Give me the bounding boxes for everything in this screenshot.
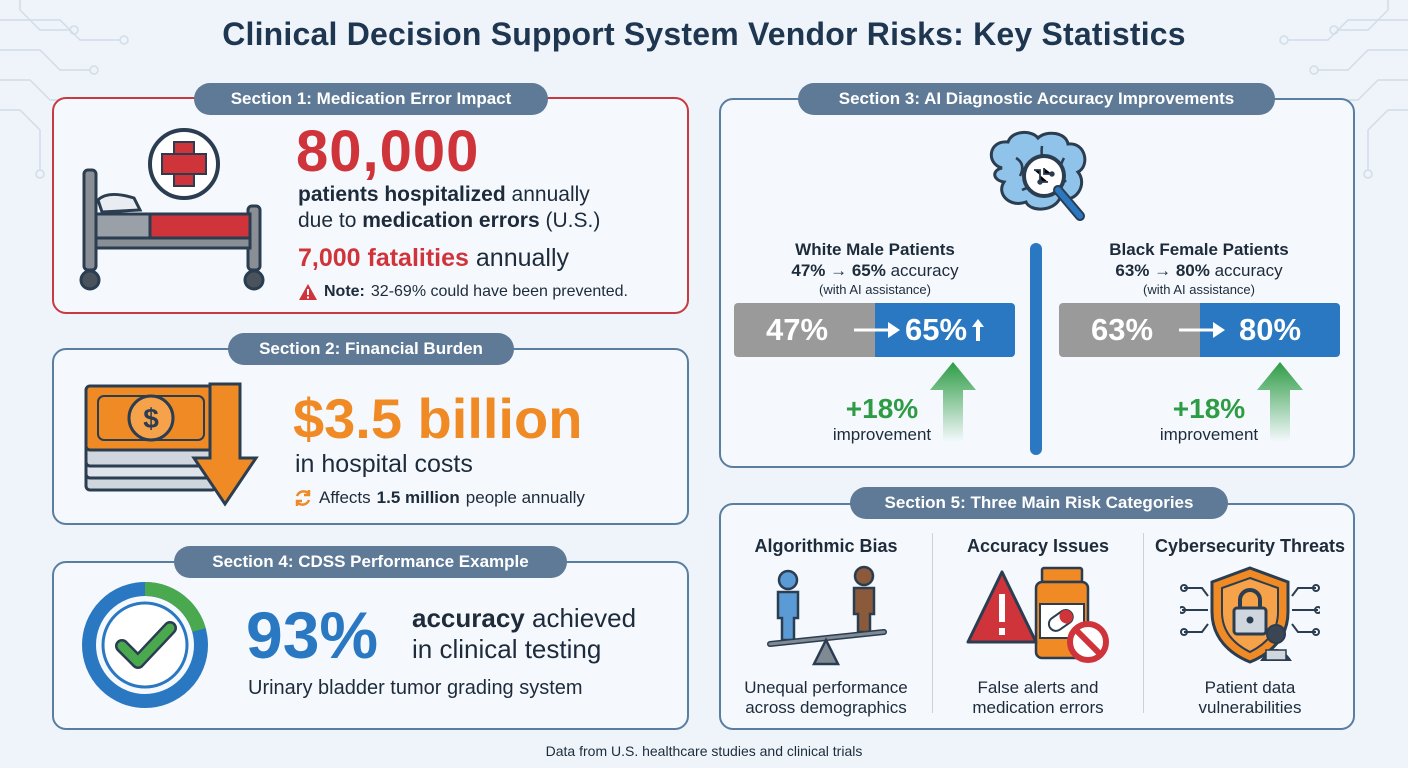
group2-gain: +18% [1172, 393, 1246, 424]
medication-errors-label: medication errors [362, 209, 540, 232]
page-title: Clinical Decision Support System Vendor … [222, 16, 1186, 52]
note-text: 32-69% could have been prevented. [370, 283, 628, 300]
accuracy-line2: in clinical testing [412, 634, 602, 664]
group2-accuracy-range: 63% → 80% [1115, 261, 1210, 280]
accuracy-ring-check-icon [82, 581, 208, 708]
achieved-text: achieved [532, 603, 637, 633]
cycle-arrows-icon [295, 490, 311, 506]
section5-divider-1 [932, 533, 933, 713]
group2-before-segment: 63% [1059, 303, 1200, 357]
category2-desc2: medication errors [972, 698, 1104, 717]
fatalities-count: 7,000 fatalities [298, 244, 469, 272]
footer-source: Data from U.S. healthcare studies and cl… [545, 743, 863, 759]
group1-title: White Male Patients [795, 240, 955, 259]
group1-note: (with AI assistance) [819, 282, 931, 297]
group1-gain: +18% [845, 393, 919, 424]
group2-note: (with AI assistance) [1143, 282, 1255, 297]
section5-header: Section 5: Three Main Risk Categories [850, 487, 1228, 519]
scale-people-icon [767, 565, 887, 666]
accuracy-line1: accuracy achieved [412, 603, 636, 634]
hospitalized-annually: annually [511, 183, 590, 206]
affects-line: Affects 1.5 million people annually [293, 488, 585, 508]
system-name: Urinary bladder tumor grading system [248, 677, 583, 699]
accuracy-percent: 93% [246, 598, 379, 672]
group1-before-value: 47% [766, 312, 829, 347]
category3-desc2: vulnerabilities [1198, 698, 1302, 717]
hospital-bed-icon [79, 128, 265, 291]
section1-panel [52, 97, 689, 314]
group1-right-arrow-icon [854, 322, 900, 338]
up-arrow-icon [972, 319, 985, 341]
svg-text:$: $ [143, 403, 159, 434]
section5-divider-2 [1143, 533, 1144, 713]
note-label: Note: [324, 283, 365, 300]
section2-header: Section 2: Financial Burden [228, 333, 514, 365]
security-shield-lock-icon [1180, 566, 1320, 664]
group1-accuracy: 47% → 65% accuracy [745, 261, 1005, 281]
category1-desc1: Unequal performance [744, 678, 908, 697]
group1-accuracy-label: accuracy [890, 261, 959, 280]
group2-right-arrow-icon [1179, 322, 1225, 338]
hospital-costs-amount: $3.5 billion [293, 387, 583, 450]
us-label: (U.S.) [545, 209, 601, 232]
group1-before-segment: 47% [734, 303, 875, 357]
section1-header: Section 1: Medication Error Impact [194, 83, 548, 115]
due-to-text: due to [298, 209, 357, 232]
accuracy-label: accuracy [412, 603, 525, 633]
affects-post: people annually [465, 488, 585, 507]
group2-accuracy: 63% → 80% accuracy [1069, 261, 1329, 281]
group2-title: Black Female Patients [1109, 240, 1289, 259]
section3-divider [1030, 243, 1042, 455]
warning-icon [299, 284, 317, 300]
group2-growth-arrow-icon [1257, 362, 1303, 442]
group1-bar: 47% 65% [734, 303, 1015, 357]
category3-desc1: Patient data [1204, 678, 1296, 697]
group2-accuracy-label: accuracy [1214, 261, 1283, 280]
group1-accuracy-range: 47% → 65% [791, 261, 886, 280]
group1-growth-arrow-icon [930, 362, 976, 442]
hospital-costs-label: in hospital costs [295, 450, 473, 478]
ai-brain-magnifier-icon [990, 131, 1087, 221]
section3-header: Section 3: AI Diagnostic Accuracy Improv… [798, 83, 1275, 115]
fatalities-line: 7,000 fatalities annually [298, 244, 569, 273]
hospitalized-count: 80,000 [296, 119, 480, 184]
money-down-icon: $ [84, 382, 259, 507]
category2-title: Accuracy Issues [966, 536, 1110, 556]
hospitalized-line: patients hospitalized annually [298, 183, 590, 207]
medication-warning-icon [966, 566, 1109, 663]
affects-count: 1.5 million [376, 488, 460, 507]
category2-desc1: False alerts and [977, 678, 1099, 697]
affects-pre: Affects [319, 488, 371, 507]
category1-desc2: across demographics [745, 698, 907, 717]
group2-after-value: 80% [1238, 312, 1302, 347]
category3-title: Cybersecurity Threats [1154, 536, 1346, 556]
hospitalized-label: patients hospitalized [298, 183, 506, 206]
group2-gain-label: improvement [1159, 425, 1259, 444]
prevention-note: Note: 32-69% could have been prevented. [298, 283, 628, 301]
group1-after-value: 65% [904, 312, 968, 347]
fatalities-annually: annually [475, 244, 570, 272]
group2-before-value: 63% [1091, 312, 1154, 347]
category1-title: Algorithmic Bias [754, 536, 898, 556]
group1-gain-label: improvement [832, 425, 932, 444]
section4-header: Section 4: CDSS Performance Example [174, 546, 567, 578]
group1-after-segment: 65% [875, 303, 1015, 357]
medication-errors-line: due to medication errors (U.S.) [298, 209, 600, 233]
